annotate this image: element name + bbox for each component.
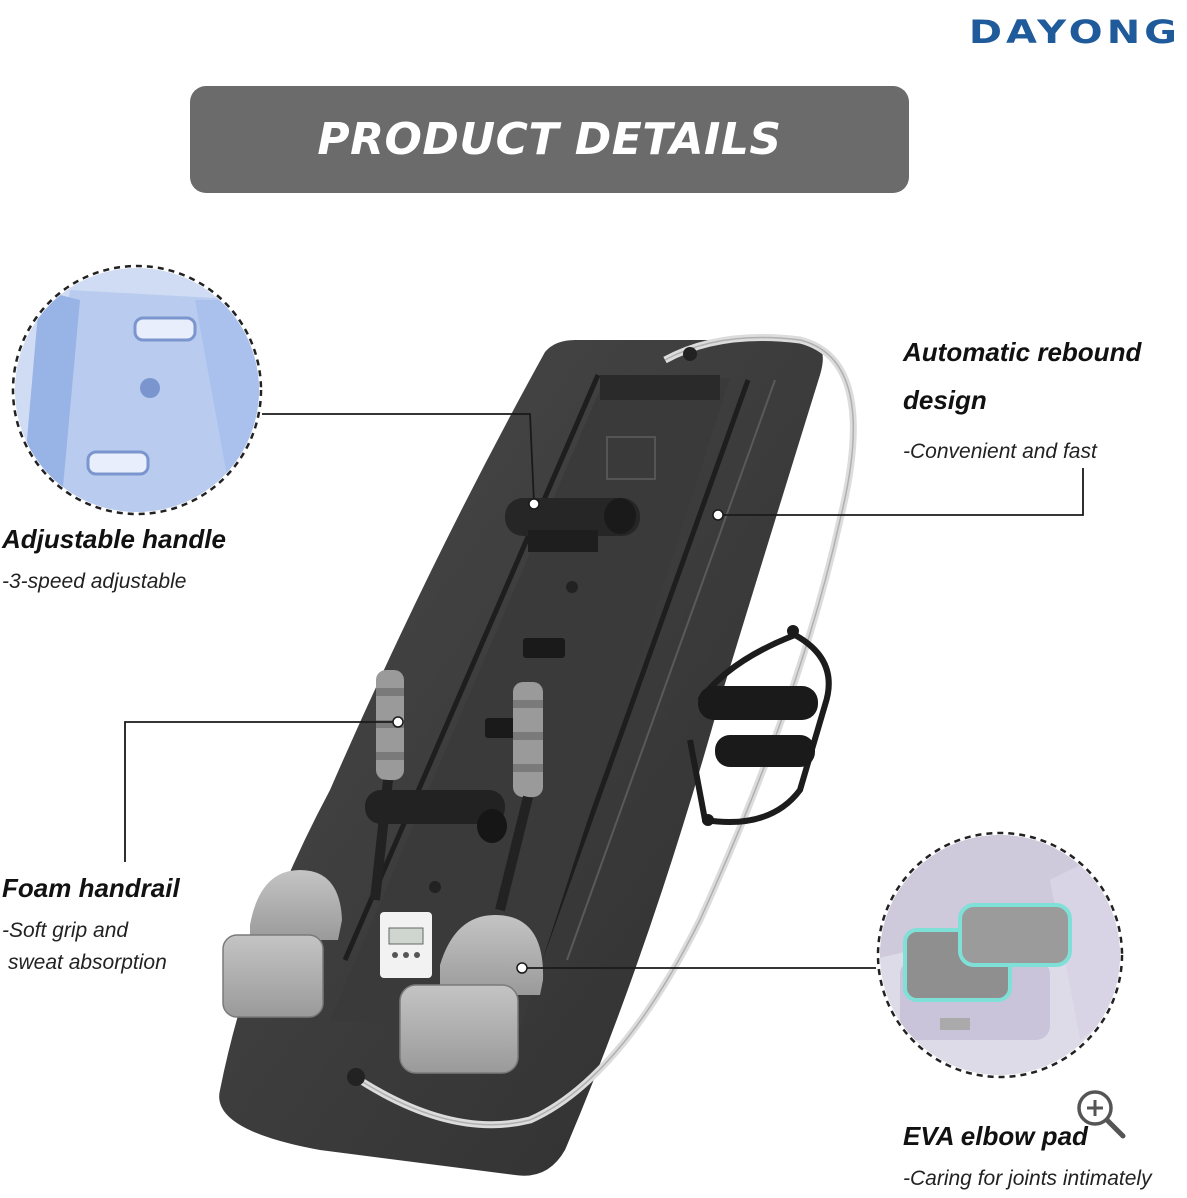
product-details-banner: PRODUCT DETAILS — [190, 86, 909, 193]
feature-title-rebound-line2: design — [903, 385, 987, 415]
feature-subtitle-foam-handrail-line2: sweat absorption — [8, 951, 167, 974]
feature-subtitle-adjustable-handle: -3-speed adjustable — [2, 570, 187, 593]
elbow-pad-closeup — [876, 831, 1124, 1079]
banner-title: PRODUCT DETAILS — [317, 114, 782, 165]
feature-title-elbow-pad: EVA elbow pad — [903, 1121, 1088, 1151]
brand-logo: DAYONG — [968, 14, 1181, 51]
foam-handrail-right — [495, 682, 543, 912]
callout-dots — [392, 498, 724, 974]
ab-board — [219, 334, 857, 1176]
feature-subtitle-foam-handrail: -Soft grip and — [2, 919, 129, 942]
feature-subtitle-rebound: -Convenient and fast — [903, 440, 1097, 463]
resistance-band — [687, 625, 832, 826]
handle-closeup — [11, 264, 263, 516]
feature-title-adjustable-handle: Adjustable handle — [2, 524, 226, 554]
feature-title-foam-handrail: Foam handrail — [2, 873, 180, 903]
feature-title-rebound: Automatic rebound — [903, 337, 1142, 367]
foam-handrail-left — [370, 670, 404, 901]
zoom-in-icon[interactable] — [1073, 1086, 1129, 1142]
elbow-pad-right — [399, 915, 544, 1074]
counter-display — [380, 912, 432, 978]
callout-lines — [124, 413, 1084, 969]
elbow-pad-left — [222, 870, 342, 1018]
feature-subtitle-elbow-pad: -Caring for joints intimately — [903, 1167, 1152, 1190]
